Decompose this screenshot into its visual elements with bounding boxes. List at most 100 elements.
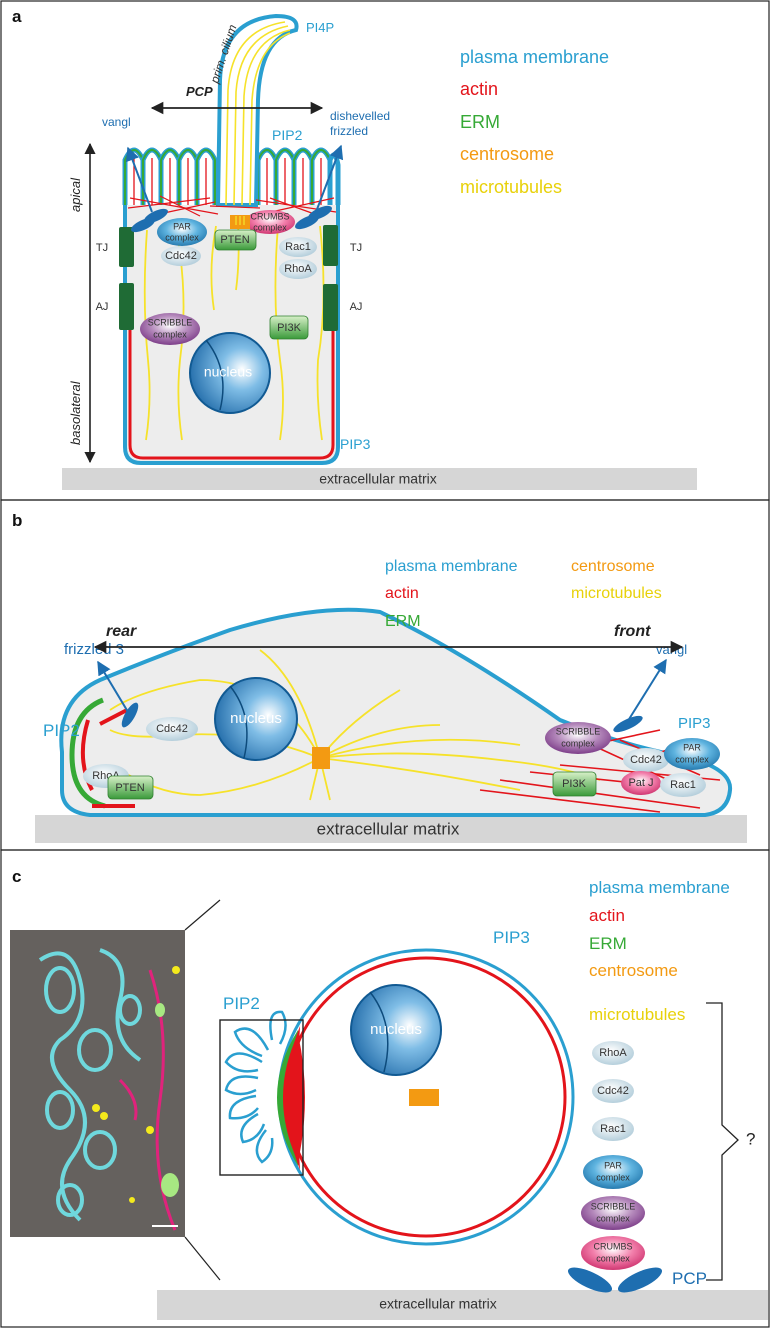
panel-c-par-label-2: complex <box>596 1172 630 1182</box>
panel-c-cdc42-label: Cdc42 <box>597 1085 629 1097</box>
panel-a-aj-right <box>323 284 338 331</box>
panel-b-rear-actin <box>80 719 94 791</box>
panel-c-ecm-label: extracellular matrix <box>379 1296 496 1312</box>
panel-a-rhoa-label: RhoA <box>284 263 312 275</box>
panel-a-nucleus-label: nucleus <box>204 364 252 380</box>
panel-a-pip3-label: PIP3 <box>340 436 371 452</box>
panel-b-pi3k-label: PI3K <box>562 778 587 790</box>
panel-a-rac1-label: Rac1 <box>285 241 311 253</box>
panel-a-nucleus-fold <box>205 339 224 411</box>
panel-c-legend-centrosome: centrosome <box>589 961 678 980</box>
panel-c-frame <box>0 849 770 1328</box>
panel-a-tj-left-label: TJ <box>96 242 108 254</box>
panel-a-vangl-label: vangl <box>102 115 131 129</box>
panel-b-nucleus-label: nucleus <box>230 710 282 727</box>
panel-b-vangl-arrow <box>625 658 667 725</box>
panel-a-cdc42 <box>161 246 201 266</box>
panel-a-crumbs-label-2: complex <box>253 222 287 232</box>
panel-c-cdc42 <box>592 1079 634 1103</box>
panel-a-legend-microtubules: microtubules <box>460 177 562 197</box>
panel-b-cell <box>59 607 733 817</box>
panel-b-frizzled3-label: frizzled 3 <box>64 641 124 658</box>
panel-c-nucleus-fold <box>369 991 389 1073</box>
panel-b-pcp-front <box>613 715 643 733</box>
panel-a-ecm <box>62 468 697 490</box>
panel-b-front-label: front <box>614 623 651 640</box>
panel-b-centrosome <box>312 747 330 769</box>
panel-c-letter: c <box>12 867 21 886</box>
panel-a-pi4p-label: PI4P <box>306 20 334 35</box>
panel-c-scribble-label-2: complex <box>596 1213 630 1223</box>
panel-a-pten <box>214 229 257 251</box>
panel-c-pip2-label: PIP2 <box>223 994 260 1013</box>
panel-c-pcp-right <box>617 1267 663 1293</box>
panel-b-legend-actin: actin <box>385 585 419 602</box>
panel-c-question: ? <box>746 1129 755 1148</box>
panel-a-microtubules <box>143 221 325 441</box>
panel-b-par-label-1: PAR <box>683 742 701 752</box>
panel-a-centrosome-lines <box>235 216 245 225</box>
panel-a-cdc42-label: Cdc42 <box>165 250 197 262</box>
panel-c-centrosome <box>409 1089 439 1106</box>
panel-a-scribble-label-2: complex <box>153 329 187 339</box>
panel-c: c extracellular matrix <box>10 867 768 1320</box>
panel-a-cilium-microtubules <box>225 21 291 206</box>
panel-a-frizzled-label: frizzled <box>330 124 368 138</box>
panel-c-pcp-label: PCP <box>672 1269 707 1288</box>
panel-a-legend-centrosome: centrosome <box>460 144 554 164</box>
panel-a-vangl-arrow <box>125 146 153 213</box>
panel-c-rhoa <box>592 1041 634 1065</box>
panel-b-par-label-2: complex <box>675 754 709 764</box>
panel-a-scribble-complex <box>140 313 200 345</box>
panel-c-legend-actin: actin <box>589 906 625 925</box>
panel-a-aj-right-label: AJ <box>350 301 363 313</box>
panel-a-rhoa <box>279 259 317 279</box>
panel-c-nucleus-label: nucleus <box>370 1021 422 1038</box>
panel-b-cdc42-rear-label: Cdc42 <box>156 723 188 735</box>
panel-b-rear-actin-2 <box>99 708 128 726</box>
panel-a-crumbs-complex <box>245 210 295 234</box>
panel-c-pip3-label: PIP3 <box>493 928 530 947</box>
panel-b-cdc42-front <box>623 748 669 772</box>
panel-c-pcp-left <box>567 1267 613 1293</box>
panel-a-tj-right <box>323 225 338 266</box>
panel-a-letter: a <box>12 7 22 26</box>
panel-c-nucleus <box>350 984 442 1076</box>
panel-a-pcp-right-2 <box>308 205 332 221</box>
panel-b-pi3k <box>552 771 597 797</box>
panel-a-ecm-label: extracellular matrix <box>319 471 436 487</box>
panel-c-zoom-line-top <box>184 899 221 931</box>
panel-b-patj-label: Pat J <box>628 777 653 789</box>
panel-c-scribble-complex <box>581 1196 645 1230</box>
panel-c-rac1-label: Rac1 <box>600 1123 626 1135</box>
panel-c-micrograph <box>10 930 185 1237</box>
panel-a-tj-left <box>119 227 134 267</box>
panel-b-vangl-label: vangl <box>656 642 687 657</box>
panel-c-bracket <box>706 1002 739 1281</box>
panel-c-blebs <box>224 1010 287 1164</box>
panel-a-pip2-label: PIP2 <box>272 127 303 143</box>
panel-b-scribble-label-1: SCRIBBLE <box>556 726 601 736</box>
panel-a-pi3k <box>269 315 309 340</box>
panel-b-legend-membrane: plasma membrane <box>385 558 518 575</box>
panel-b-frizzled-arrow <box>97 660 129 713</box>
panel-c-rac1 <box>592 1117 634 1141</box>
panel-a-frizzled-arrow <box>315 144 344 213</box>
panel-c-scribble-label-1: SCRIBBLE <box>591 1201 636 1211</box>
panel-a-apical-label: apical <box>68 177 83 212</box>
panel-b-ecm-label: extracellular matrix <box>317 819 460 838</box>
panel-a-nucleus <box>189 332 271 414</box>
panel-c-par-complex <box>583 1155 643 1189</box>
panel-b-par-complex <box>664 738 720 770</box>
panel-a-crumbs-label-1: CRUMBS <box>250 211 289 221</box>
panel-b-pten <box>107 775 154 800</box>
panel-a-basolateral-label: basolateral <box>68 380 83 445</box>
panel-b-pten-label: PTEN <box>115 782 144 794</box>
panel-b-scribble <box>545 722 611 754</box>
panel-a-tj-right-label: TJ <box>350 242 362 254</box>
panel-a-pi3k-label: PI3K <box>277 322 302 334</box>
panel-b-rear-erm <box>69 697 106 809</box>
panel-a-pcp-left-2 <box>144 208 168 224</box>
panel-a-membrane <box>123 205 340 465</box>
panel-b-rac1-label: Rac1 <box>670 779 696 791</box>
